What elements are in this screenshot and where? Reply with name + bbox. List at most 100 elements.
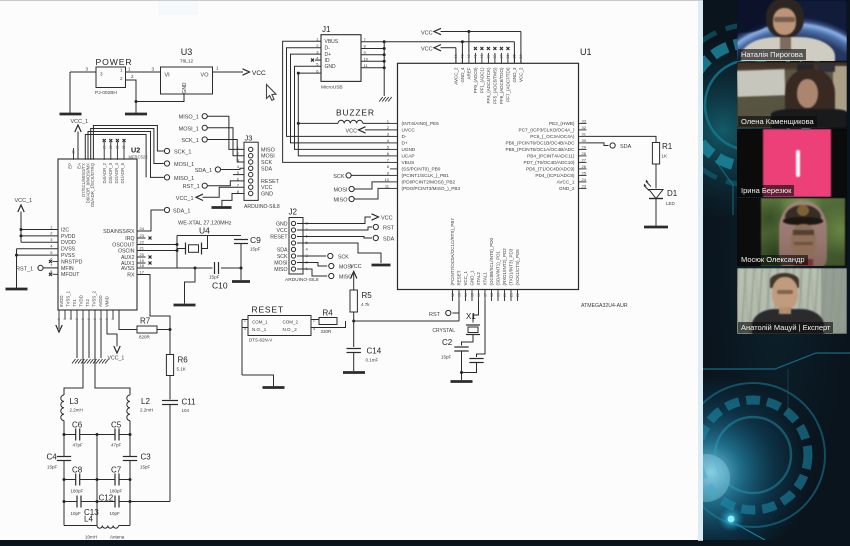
svg-text:PD6_(T1/OC4D/ADC9): PD6_(T1/OC4D/ADC9)	[526, 167, 575, 172]
svg-text:31: 31	[582, 131, 587, 136]
svg-text:OSCIN: OSCIN	[118, 248, 135, 254]
svg-text:VBUS: VBUS	[402, 160, 415, 165]
svg-text:25: 25	[72, 150, 76, 154]
svg-text:PD7_(T0/OC4D/ADC10): PD7_(T0/OC4D/ADC10)	[523, 160, 574, 165]
svg-text:180pF: 180pF	[110, 489, 123, 494]
svg-text:PF5_(ADC5/TMS): PF5_(ADC5/TMS)	[493, 67, 498, 104]
svg-text:(PDI/PCINT2/MOSI)_PB2: (PDI/PCINT2/MOSI)_PB2	[402, 180, 456, 185]
svg-text:VCC_1: VCC_1	[71, 119, 89, 125]
svg-text:15pF: 15pF	[209, 275, 220, 280]
svg-text:U2: U2	[131, 145, 140, 154]
svg-text:PF7_(ADC7/TDI): PF7_(ADC7/TDI)	[506, 67, 511, 102]
svg-text:AVCC_1: AVCC_1	[557, 180, 575, 185]
svg-text:I2C: I2C	[61, 227, 69, 233]
svg-text:SCK: SCK	[338, 255, 349, 261]
svg-text:2: 2	[120, 76, 123, 81]
svg-text:25: 25	[582, 170, 587, 175]
svg-text:COM_2: COM_2	[283, 320, 299, 325]
svg-text:AUX1: AUX1	[121, 261, 135, 267]
svg-text:21: 21	[140, 245, 145, 250]
svg-text:15pF: 15pF	[47, 465, 58, 470]
svg-text:SCK: SCK	[277, 254, 288, 260]
svg-text:D2/ADR_4: D2/ADR_4	[114, 162, 119, 183]
svg-text:MISO: MISO	[333, 197, 348, 203]
svg-text:(SS/PCINT0)_PB0: (SS/PCINT0)_PB0	[402, 167, 441, 172]
svg-text:(OC0B/SCL/INT0)_PD0: (OC0B/SCL/INT0)_PD0	[489, 237, 494, 285]
svg-text:R4: R4	[323, 309, 334, 318]
svg-text:4: 4	[316, 55, 319, 60]
svg-text:R7: R7	[140, 317, 151, 326]
svg-text:U1: U1	[580, 47, 592, 57]
svg-text:330R: 330R	[321, 329, 333, 334]
svg-text:MFIN: MFIN	[61, 266, 74, 272]
svg-text:CRYSTAL: CRYSTAL	[432, 328, 455, 334]
svg-text:C7: C7	[111, 466, 122, 475]
svg-text:MOSI_1: MOSI_1	[174, 162, 194, 168]
svg-text:GND: GND	[325, 64, 337, 70]
svg-text:4.7k: 4.7k	[361, 302, 370, 307]
svg-text:9: 9	[81, 318, 85, 320]
svg-text:RST: RST	[383, 226, 395, 232]
svg-text:GND: GND	[182, 82, 188, 94]
svg-text:2.2mH: 2.2mH	[70, 408, 83, 413]
svg-text:VCC: VCC	[346, 129, 358, 135]
svg-text:39: 39	[487, 55, 491, 59]
svg-text:C10: C10	[212, 281, 228, 291]
svg-text:MFRC522: MFRC522	[129, 154, 149, 159]
svg-text:(PCINT1/SCLK_)_PB1: (PCINT1/SCLK_)_PB1	[402, 173, 450, 178]
svg-text:16: 16	[477, 293, 481, 297]
svg-text:19: 19	[496, 293, 500, 297]
svg-text:1: 1	[237, 145, 240, 150]
svg-text:2: 2	[237, 151, 240, 156]
svg-text:26: 26	[582, 164, 587, 169]
svg-text:9: 9	[75, 318, 79, 320]
svg-text:J2: J2	[289, 208, 298, 217]
svg-text:IRQ: IRQ	[125, 236, 134, 242]
svg-text:C5: C5	[111, 421, 122, 430]
svg-text:AVSS: AVSS	[121, 266, 135, 272]
svg-text:PE2_(HWB): PE2_(HWB)	[549, 121, 575, 126]
svg-text:VCC: VCC	[381, 216, 393, 222]
svg-text:VO: VO	[201, 73, 210, 79]
svg-text:C14: C14	[367, 347, 382, 356]
svg-text:5: 5	[237, 170, 240, 175]
svg-text:J1: J1	[322, 25, 331, 34]
svg-text:D3/ADR_3: D3/ADR_3	[108, 162, 113, 183]
svg-text:LED: LED	[666, 201, 676, 206]
svg-text:3: 3	[316, 49, 319, 54]
svg-text:11: 11	[385, 183, 390, 188]
svg-text:23: 23	[582, 183, 587, 188]
svg-text:28: 28	[582, 151, 587, 156]
svg-text:GND_3: GND_3	[512, 67, 517, 83]
svg-text:C11: C11	[182, 398, 197, 407]
svg-text:AREF: AREF	[467, 67, 472, 79]
svg-text:DTS-62N-V: DTS-62N-V	[249, 338, 272, 343]
svg-text:VCC: VCC	[421, 31, 433, 37]
svg-text:(XCK1/CTS)_PD5: (XCK1/CTS)_PD5	[515, 249, 520, 286]
svg-text:5VDD: 5VDD	[59, 296, 64, 307]
svg-text:N.O._2: N.O._2	[283, 327, 298, 332]
svg-text:4: 4	[306, 247, 309, 252]
svg-text:VCC_1: VCC_1	[176, 196, 194, 202]
svg-text:4: 4	[237, 164, 240, 169]
svg-text:VCC_1: VCC_1	[15, 198, 33, 204]
svg-text:22: 22	[516, 293, 520, 297]
svg-text:6: 6	[237, 176, 240, 181]
svg-text:7: 7	[50, 263, 53, 268]
svg-text:UGND: UGND	[402, 147, 416, 152]
svg-text:MISO_1: MISO_1	[174, 176, 194, 182]
svg-text:12: 12	[451, 293, 455, 297]
svg-text:SCK: SCK	[333, 174, 345, 180]
svg-text:6: 6	[316, 68, 319, 73]
svg-text:RST_1: RST_1	[16, 266, 33, 272]
svg-text:14: 14	[464, 293, 468, 297]
svg-text:PC7_(ICP3/CLKO/OC4A_): PC7_(ICP3/CLKO/OC4A_)	[518, 128, 574, 133]
svg-text:PF0_(ADC0): PF0_(ADC0)	[473, 67, 478, 93]
svg-text:PJ-002BH: PJ-002BH	[95, 90, 117, 96]
svg-text:VCC: VCC	[350, 264, 362, 270]
svg-text:ATMEGA32U4-AUR: ATMEGA32U4-AUR	[581, 303, 628, 309]
svg-text:PF4_(ADC4/TCK): PF4_(ADC4/TCK)	[486, 67, 491, 104]
svg-text:20: 20	[140, 252, 145, 257]
svg-text:13: 13	[457, 293, 461, 297]
svg-text:SDA_1: SDA_1	[173, 209, 190, 215]
